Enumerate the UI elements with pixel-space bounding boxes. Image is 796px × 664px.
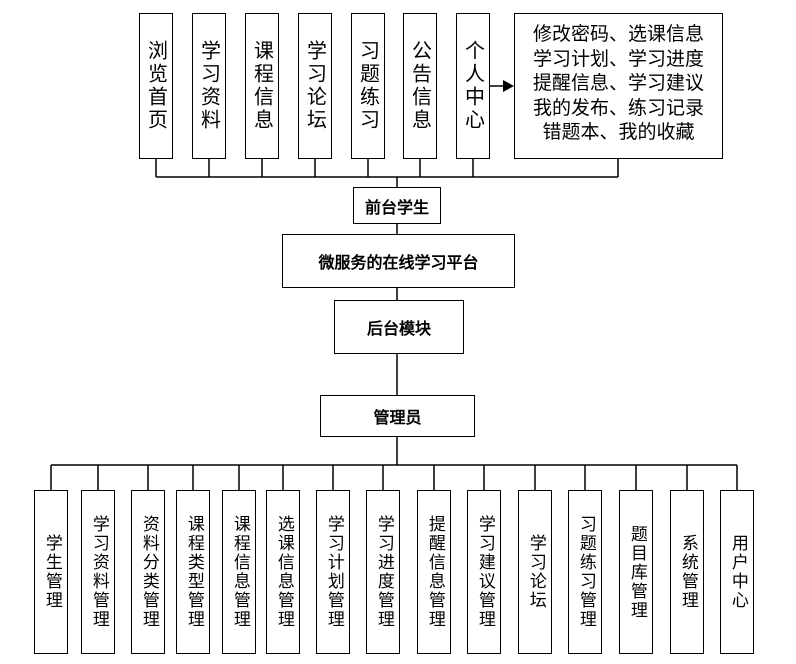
top-module-box-label: 浏览首页: [144, 40, 169, 132]
bottom-module-box: 系统管理: [670, 490, 704, 654]
bottom-module-box: 学习计划管理: [316, 490, 350, 654]
bottom-module-box: 习题练习管理: [568, 490, 602, 654]
bottom-module-box: 学习资料管理: [81, 490, 115, 654]
top-module-box-label: 学习论坛: [303, 40, 328, 132]
bottom-module-box-label: 提醒信息管理: [424, 515, 445, 629]
bottom-module-box-label: 学习进度管理: [373, 515, 394, 629]
detail-line: 修改密码、选课信息: [532, 23, 704, 45]
bottom-module-box-label: 资料分类管理: [138, 515, 159, 629]
bottom-module-box: 学习进度管理: [366, 490, 400, 654]
top-module-box: 学习论坛: [298, 13, 332, 159]
detail-line: 提醒信息、学习建议: [532, 72, 704, 94]
detail-line: 学习计划、学习进度: [532, 47, 704, 70]
bottom-module-box: 选课信息管理: [266, 490, 300, 654]
top-module-box: 个人中心: [456, 13, 490, 159]
bottom-module-box-label: 题目库管理: [626, 524, 647, 620]
admin-label: 管理员: [373, 408, 422, 427]
bottom-module-box: 提醒信息管理: [417, 490, 451, 654]
platform-label: 微服务的在线学习平台: [318, 253, 479, 272]
top-module-box-label: 习题练习: [356, 40, 381, 132]
bottom-module-box-label: 学习计划管理: [323, 515, 344, 629]
bottom-module-box: 题目库管理: [619, 490, 653, 654]
bottom-module-box-label: 选课信息管理: [273, 515, 294, 629]
bottom-module-box-label: 学习论坛: [525, 534, 546, 610]
bottom-module-box-label: 习题练习管理: [575, 515, 596, 629]
arrow-head-icon: [503, 80, 514, 92]
front-student-box: 前台学生: [353, 187, 441, 224]
backend-module-label: 后台模块: [366, 319, 431, 338]
bottom-module-box-label: 学习建议管理: [474, 515, 495, 629]
detail-line: 错题本、我的收藏: [542, 121, 695, 143]
front-student-label: 前台学生: [364, 197, 429, 217]
bottom-module-box: 课程信息管理: [222, 490, 256, 654]
top-module-box: 浏览首页: [139, 13, 173, 159]
top-module-box: 习题练习: [351, 13, 385, 159]
top-module-box-label: 公告信息: [408, 40, 433, 132]
personal-center-detail-box: 修改密码、选课信息 学习计划、学习进度 提醒信息、学习建议 我的发布、练习记录 …: [514, 13, 723, 159]
top-module-box-label: 学习资料: [197, 40, 222, 132]
top-module-box: 公告信息: [403, 13, 437, 159]
bottom-module-box-label: 学生管理: [41, 534, 62, 610]
top-module-box: 学习资料: [192, 13, 226, 159]
bottom-module-box-label: 课程信息管理: [229, 515, 250, 629]
bottom-module-box: 课程类型管理: [176, 490, 210, 654]
bottom-module-box-label: 学习资料管理: [88, 515, 109, 629]
backend-module-box: 后台模块: [334, 300, 464, 354]
bottom-module-box: 用户中心: [720, 490, 754, 654]
bottom-module-box: 学生管理: [34, 490, 68, 654]
bottom-module-box: 资料分类管理: [131, 490, 165, 654]
top-module-box: 课程信息: [245, 13, 279, 159]
bottom-module-box: 学习论坛: [518, 490, 552, 654]
admin-box: 管理员: [320, 395, 475, 437]
bottom-module-box-label: 用户中心: [727, 534, 748, 610]
bottom-module-box-label: 课程类型管理: [183, 515, 204, 629]
top-module-box-label: 个人中心: [461, 40, 486, 132]
platform-box: 微服务的在线学习平台: [282, 234, 515, 288]
bottom-module-box-label: 系统管理: [677, 534, 698, 610]
top-module-box-label: 课程信息: [250, 40, 275, 132]
bottom-module-box: 学习建议管理: [467, 490, 501, 654]
detail-line: 我的发布、练习记录: [532, 96, 704, 119]
